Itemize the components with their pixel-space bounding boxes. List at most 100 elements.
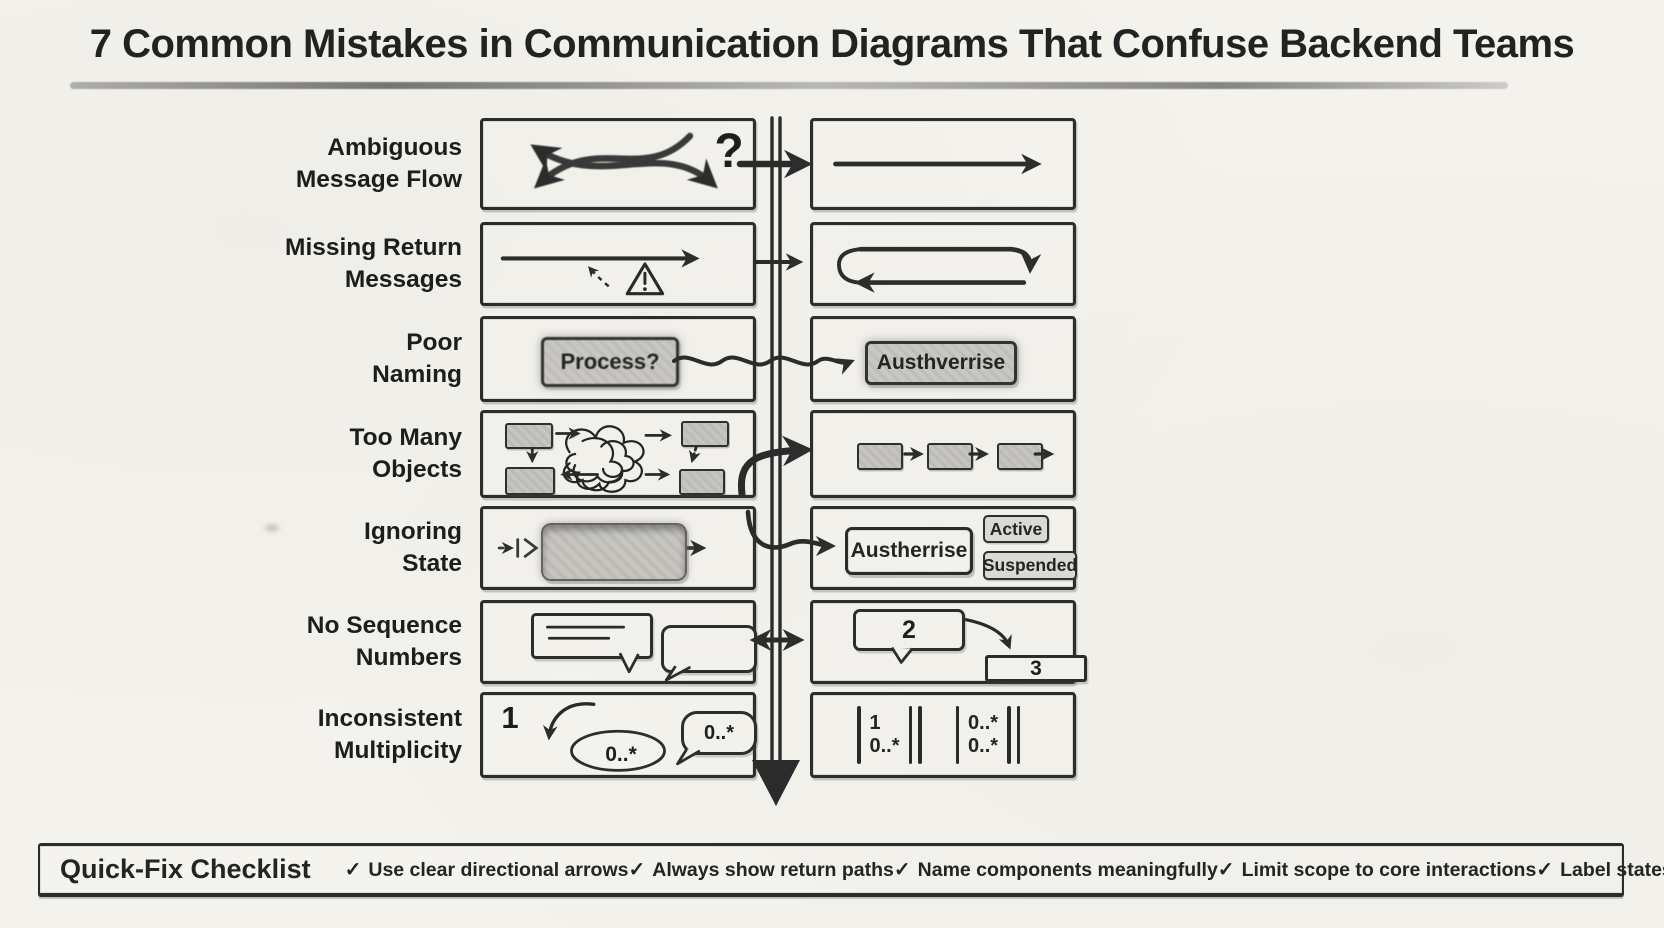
good-example-box-inconsistent-multiplicity: 1 0..* 0..* 0..* — [810, 692, 1076, 778]
bad-example-box-missing-return — [480, 222, 756, 306]
bubble-tail — [664, 665, 692, 682]
speech-bubble — [681, 711, 757, 755]
object-box — [927, 443, 973, 470]
page-title: 7 Common Mistakes in Communication Diagr… — [89, 22, 1575, 66]
crossed-arrows-icon — [530, 132, 718, 189]
multiplicity-bottom: 0..* — [968, 735, 999, 757]
tangle-arrows — [526, 427, 701, 481]
checklist-item-label: Use clear directional arrows — [368, 859, 629, 881]
sequence-number-2: 2 — [902, 615, 916, 644]
checklist-items: ✓ Use clear directional arrows ✓ Always … — [345, 857, 1664, 882]
good-example-box-too-many-objects — [810, 410, 1076, 498]
lifeline-double-bar — [1007, 706, 1021, 764]
multiplicity-top: 1 — [869, 712, 881, 734]
bubble-tail-layer — [676, 748, 701, 766]
stateful-component-box: Austherrise — [845, 527, 973, 575]
lifeline-bar — [1016, 706, 1021, 764]
checklist-item: ✓ Limit scope to core interactions — [1218, 857, 1537, 882]
good-example-box-no-sequence: 2 3 — [810, 600, 1087, 684]
bubble-tail — [676, 748, 701, 766]
object-box — [681, 421, 729, 447]
one-way-arrow-group — [500, 249, 700, 296]
state-badge-active: Active — [983, 515, 1049, 543]
object-box — [857, 443, 903, 470]
object-box — [505, 423, 553, 449]
check-icon: ✓ — [1536, 859, 1554, 881]
checklist-item-label: Name components meaningfully — [917, 859, 1218, 881]
multiplicity-notation: 1 0..* 0..* 0..* — [813, 695, 1073, 775]
lifeline-bar — [1007, 706, 1011, 764]
multiplicity-group: 0..* 0..* — [955, 706, 1021, 764]
good-example-box-poor-naming: Austhverrise — [810, 316, 1076, 402]
bad-example-box-ignoring-state — [480, 506, 756, 590]
lifeline-double-bar — [908, 706, 922, 764]
process-box: Process? — [541, 337, 679, 387]
checklist-item-label: Limit scope to core interactions — [1241, 859, 1537, 881]
unlabeled-state-box — [541, 523, 687, 581]
check-icon: ✓ — [1217, 859, 1235, 881]
good-example-box-missing-return — [810, 222, 1076, 306]
loop-arrow-icon — [837, 246, 1042, 293]
multiplicity-many: 0..* — [605, 743, 637, 766]
lifeline-bar — [857, 706, 861, 764]
sequence-arrow-icon — [964, 618, 1012, 650]
down-arrowhead-icon — [752, 760, 800, 806]
bad-example-box-ambiguous-flow: ? — [480, 118, 756, 210]
multiplicity-many-bubble: 0..* — [703, 721, 735, 744]
checklist-item: ✓ Use clear directional arrows — [345, 857, 629, 882]
checklist-item: ✓ Label states explicitly — [1536, 857, 1664, 882]
bad-example-box-too-many-objects — [480, 410, 756, 498]
checklist-title: Quick-Fix Checklist — [60, 854, 311, 884]
straight-arrow-icon — [833, 153, 1042, 175]
bad-example-box-inconsistent-multiplicity: 1 0..* 0..* — [480, 692, 757, 778]
multiplicity-top: 0..* — [968, 712, 999, 734]
check-icon: ✓ — [628, 859, 646, 881]
lifeline-bar — [918, 706, 922, 764]
lifeline-bar — [955, 706, 960, 764]
bubble-tail — [618, 652, 640, 674]
checklist-item-label: Label states explicitly — [1560, 859, 1664, 881]
title-underline — [70, 82, 1508, 89]
sequence-details — [890, 618, 1012, 664]
bubble-tail — [890, 646, 914, 664]
multiplicity-group: 1 0..* — [857, 706, 922, 764]
state-badge-suspended: Suspended — [983, 551, 1077, 580]
bubble-details — [546, 625, 692, 682]
checklist-item: ✓ Name components meaningfully — [894, 857, 1218, 882]
chevron-icon — [523, 538, 539, 558]
question-mark: ? — [714, 124, 744, 178]
speech-bubble — [531, 613, 653, 659]
good-example-box-ambiguous-flow — [810, 118, 1076, 210]
quick-fix-checklist-bar: Quick-Fix Checklist ✓ Use clear directio… — [38, 843, 1664, 897]
tangle-scribble-icon — [562, 425, 645, 493]
pencil-smudge — [262, 522, 282, 534]
object-box — [679, 469, 725, 495]
multiplicity-one: 1 — [501, 700, 519, 735]
sequence-number-3: 3 — [1030, 656, 1042, 680]
multiplicity-ellipse — [570, 729, 666, 772]
lifeline-bar — [908, 706, 913, 764]
good-example-box-ignoring-state: Austherrise Active Suspended — [810, 506, 1077, 590]
check-icon: ✓ — [893, 859, 911, 881]
chain-arrows-icon — [903, 447, 1055, 461]
object-box — [997, 443, 1043, 470]
object-box — [505, 467, 555, 495]
message-box-step-3 — [985, 655, 1087, 682]
multiplicity-bottom: 0..* — [869, 735, 900, 757]
checklist-item-label: Always show return paths — [652, 859, 894, 881]
bad-example-box-no-sequence — [480, 600, 757, 684]
bad-example-box-poor-naming: Process? — [480, 316, 756, 402]
bubble-text-lines — [546, 625, 625, 640]
dashed-return-arrow-icon — [588, 266, 610, 288]
curved-arrow-icon — [542, 702, 596, 741]
multiplicity-shapes — [542, 702, 666, 772]
tangle-group — [526, 425, 701, 493]
checklist-item: ✓ Always show return paths — [628, 857, 893, 882]
